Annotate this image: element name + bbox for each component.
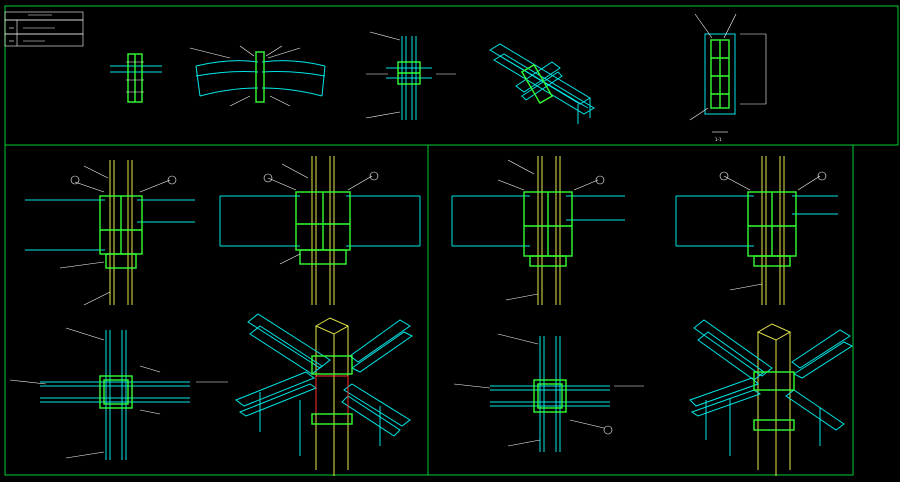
iso-view-b	[689, 319, 854, 476]
section-mark: 1-1	[715, 137, 722, 142]
iso-view-a	[234, 313, 413, 476]
detail-splice-small	[110, 53, 162, 103]
right-panel-frame	[427, 144, 854, 476]
elevation-c	[451, 156, 625, 305]
detail-column-bracket	[365, 31, 456, 120]
detail-3d-beam-joint	[489, 43, 595, 124]
left-panel-frame	[4, 144, 429, 476]
title-block-row-3	[4, 33, 84, 47]
elevation-b	[219, 156, 421, 305]
detail-curved-beam-splice	[189, 45, 326, 107]
plan-b	[453, 333, 644, 452]
plan-a	[9, 327, 228, 460]
title-block	[4, 11, 84, 47]
top-panel-frame	[4, 5, 899, 146]
detail-section-1-1: 1-1	[689, 13, 767, 142]
elevation-d	[675, 156, 838, 305]
elevation-a	[25, 160, 195, 306]
drawing-frames	[4, 5, 899, 476]
title-block-row-1	[4, 11, 84, 21]
